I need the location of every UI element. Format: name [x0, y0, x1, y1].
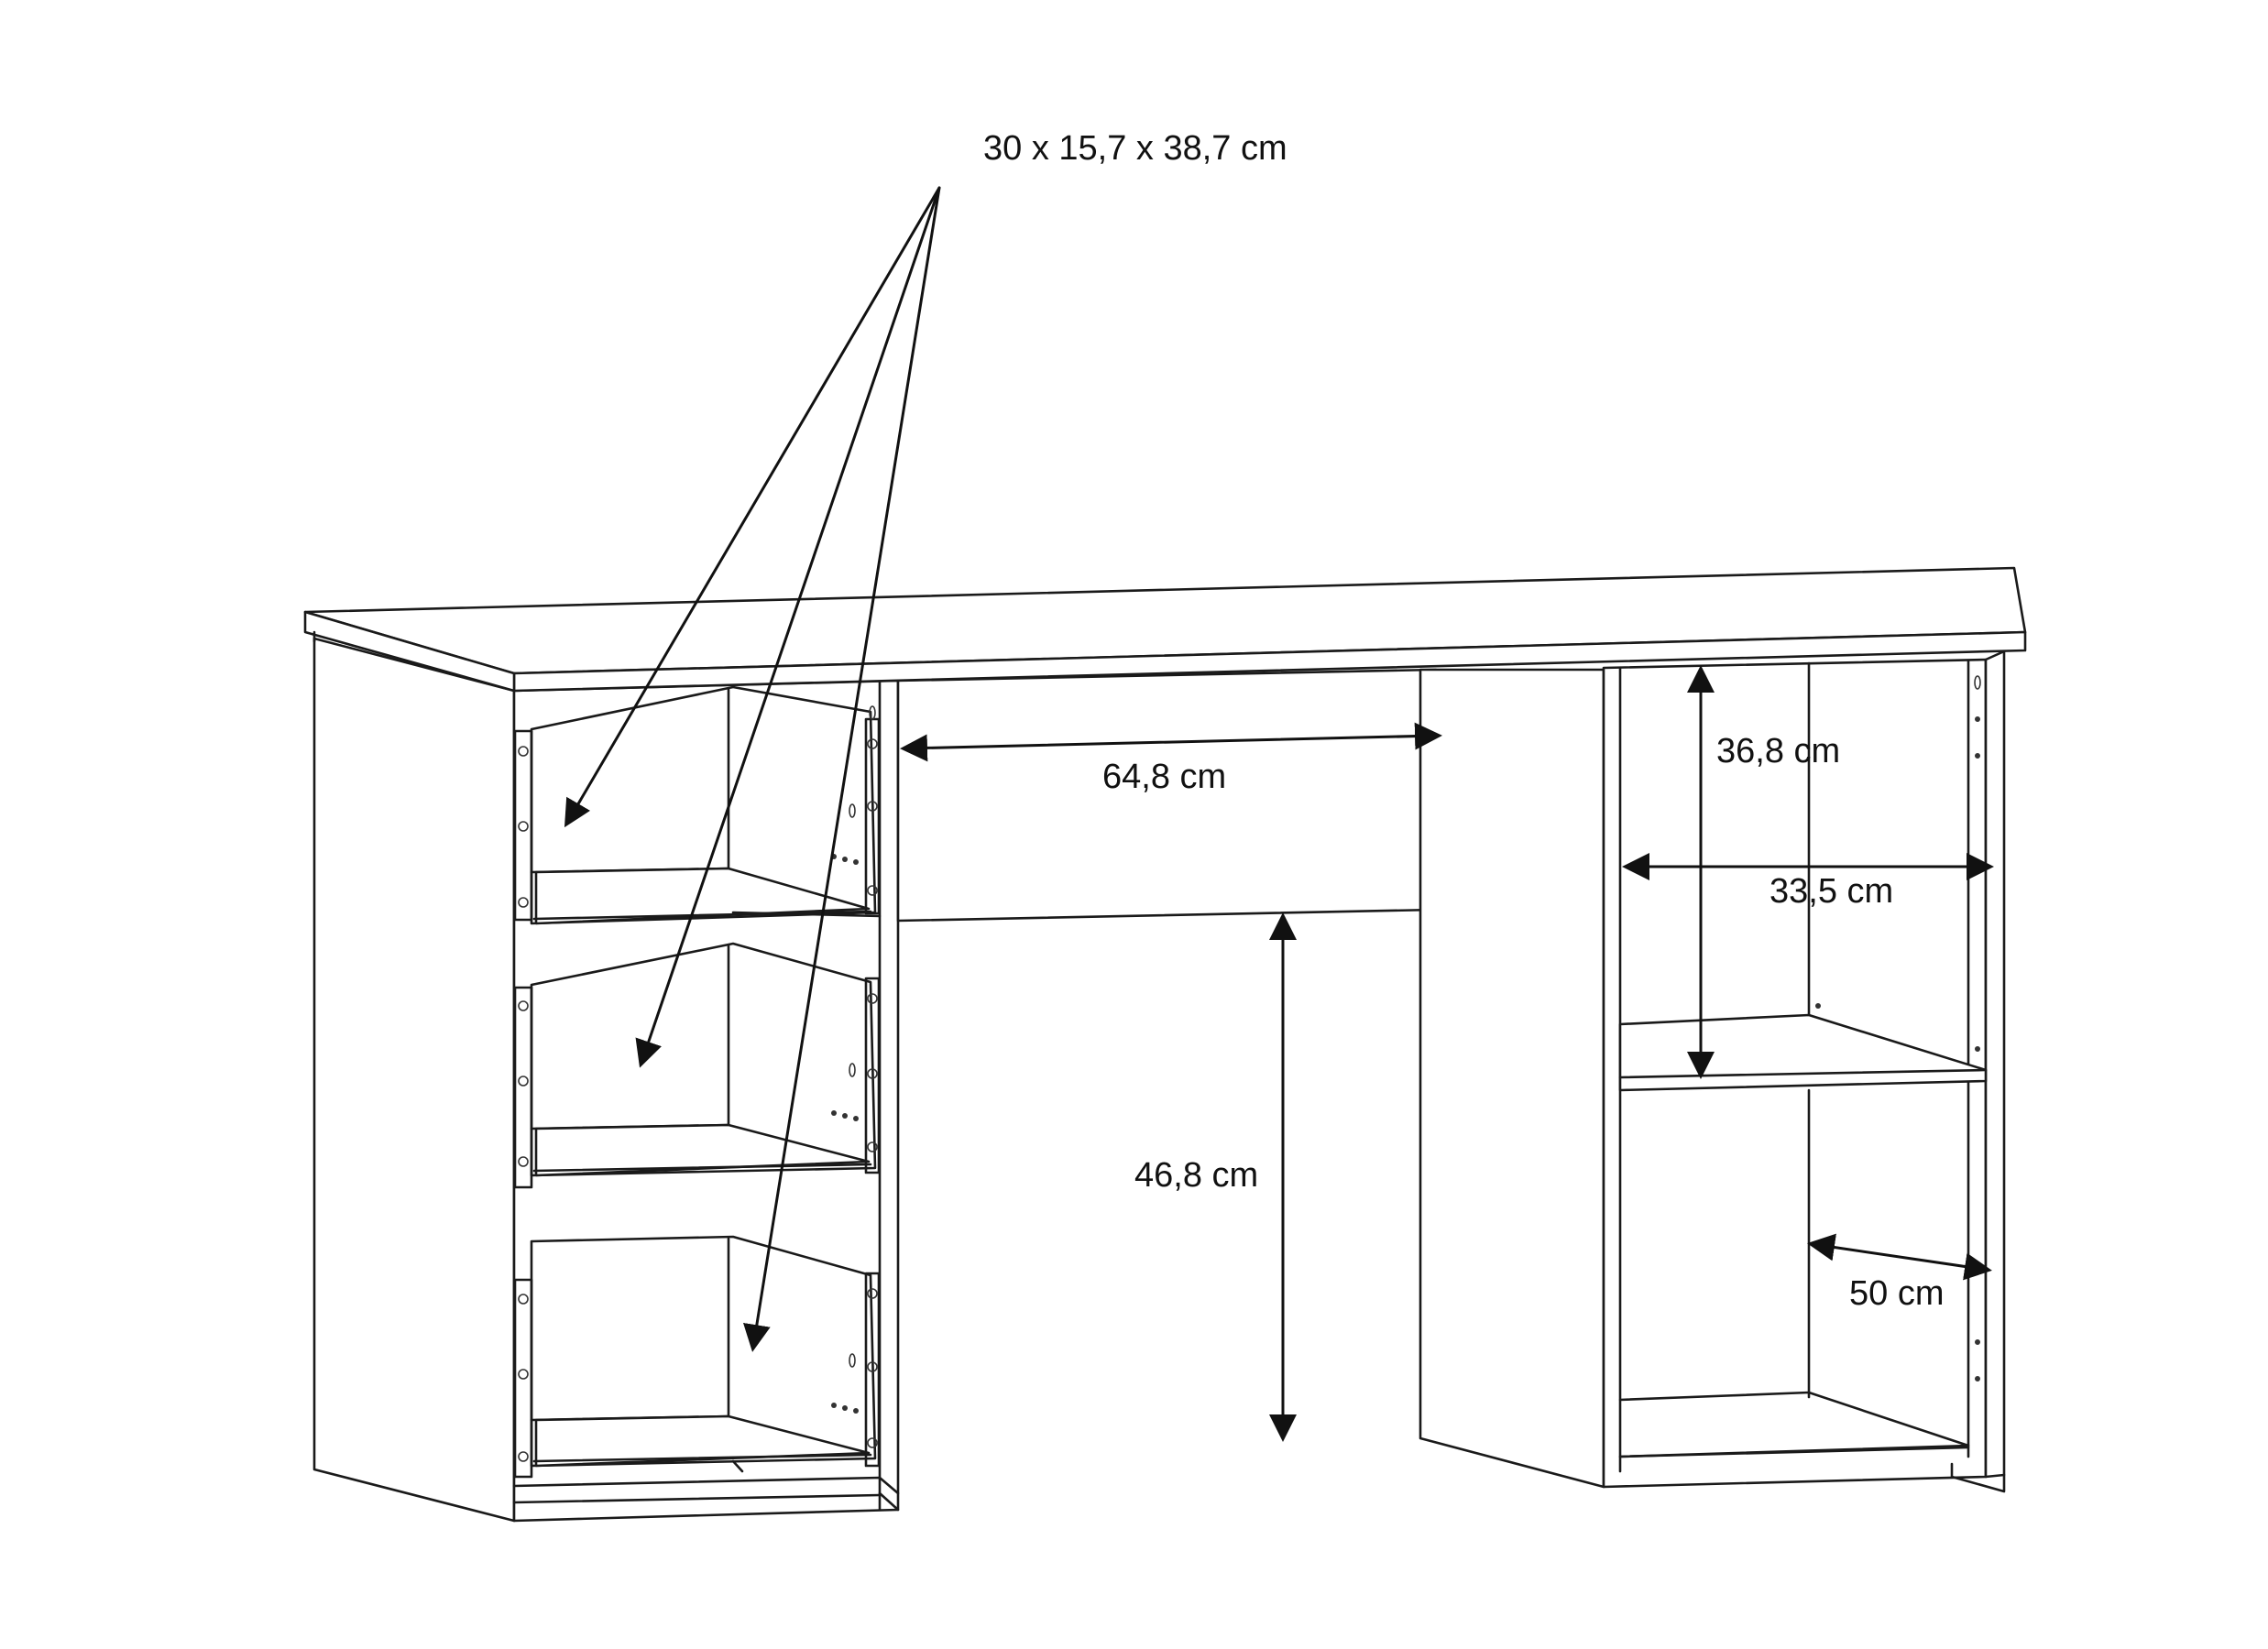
leader-arrow-middle-drawer	[635, 186, 941, 1068]
drawer-hardware	[518, 675, 1981, 1462]
knee-width-label: 64,8 cm	[1102, 758, 1226, 796]
desk-body	[303, 566, 2027, 1523]
drawer-middle	[513, 942, 881, 1189]
drawer-bottom	[513, 1235, 881, 1479]
shelf-width-label: 33,5 cm	[1769, 872, 1893, 911]
shelf-depth-arrow	[1807, 1233, 1992, 1281]
drawer-size-label: 30 x 15,7 x 38,7 cm	[983, 129, 1287, 168]
drawer-top	[513, 685, 882, 925]
leader-arrow-top-drawer	[564, 186, 941, 828]
leader-arrow-bottom-drawer	[742, 186, 941, 1352]
shelf-height-label: 36,8 cm	[1716, 732, 1840, 770]
drawer-size-leaders	[564, 186, 941, 1352]
left-side-panel	[312, 637, 516, 1523]
middle-partition	[1419, 668, 1605, 1489]
desk-top-left-edge	[303, 610, 516, 693]
knee-height-label: 46,8 cm	[1134, 1156, 1258, 1195]
knee-width-arrow	[900, 722, 1442, 762]
right-pedestal-side	[1984, 650, 2006, 1479]
shelf-depth-label: 50 cm	[1849, 1274, 1944, 1313]
